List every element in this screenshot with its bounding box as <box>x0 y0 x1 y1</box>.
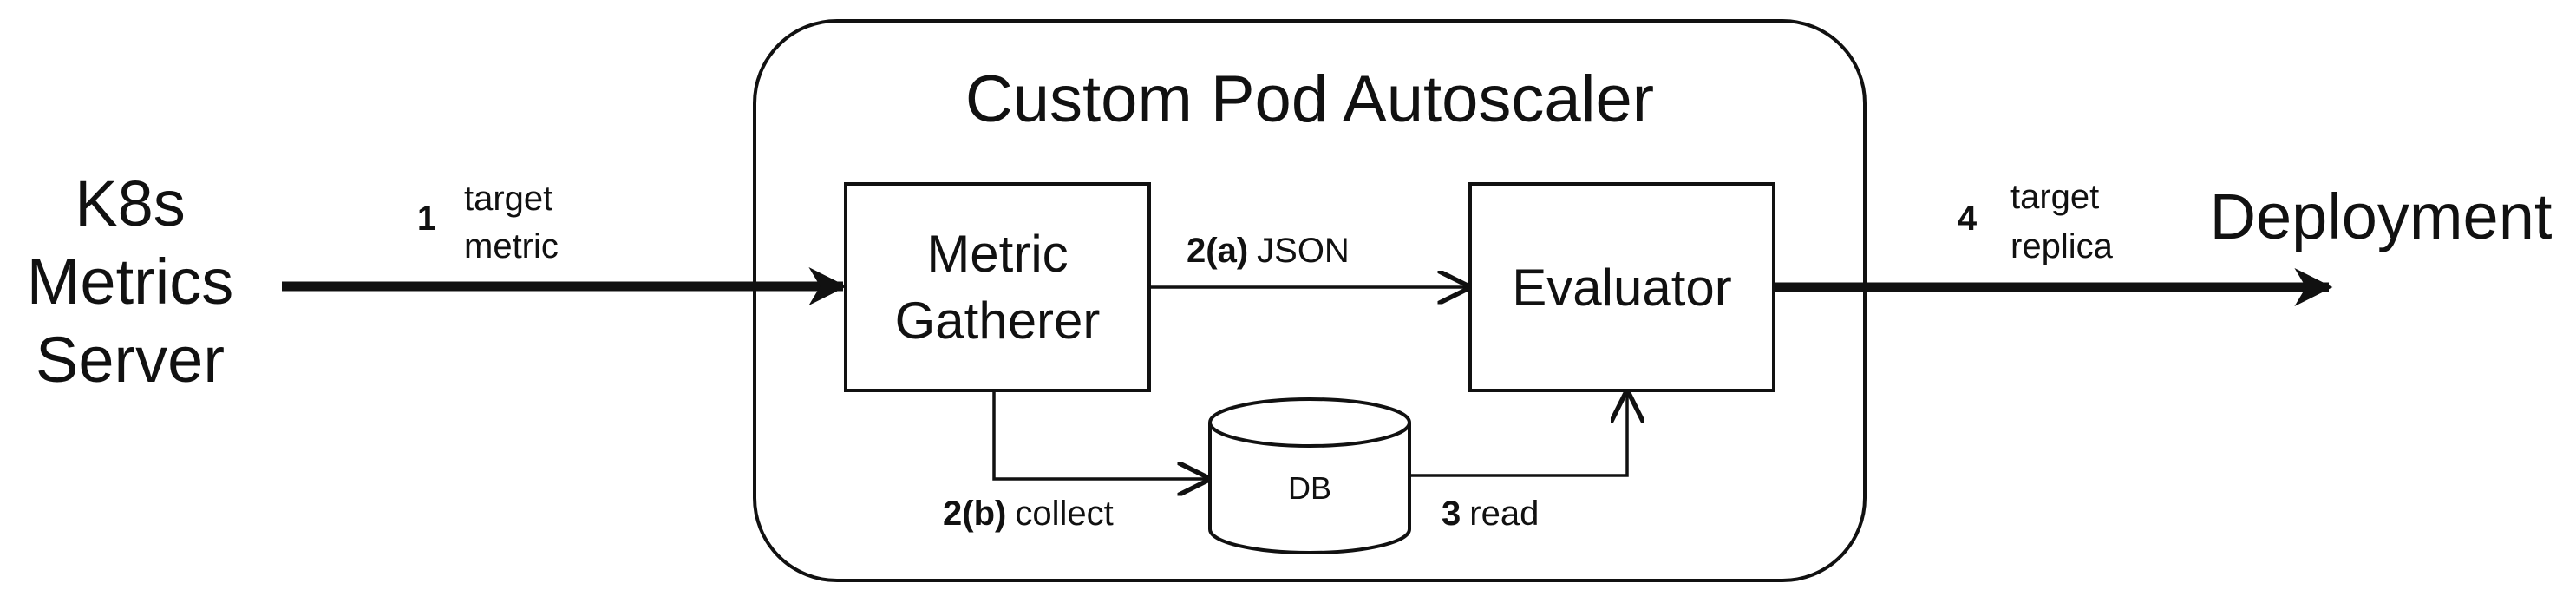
step-4-number: 4 <box>1958 200 1978 238</box>
step-1-number: 1 <box>417 200 436 238</box>
metric-gatherer-box <box>844 182 1151 392</box>
deployment-label: Deployment <box>2210 180 2553 252</box>
step-2a-text: JSON <box>1257 232 1350 270</box>
step-4-text-line-2: replica <box>2010 227 2114 265</box>
step-2b-label: 2(b)collect <box>943 495 1114 533</box>
metric-gatherer-line-2: Gatherer <box>895 292 1101 350</box>
step-2a-label: 2(a)JSON <box>1187 232 1350 270</box>
metrics-server-line-2: Metrics <box>27 246 233 318</box>
step-4-text-line-1: target <box>2010 178 2099 216</box>
metrics-server-label: K8s Metrics Server <box>27 167 233 396</box>
database-label: DB <box>1288 470 1331 506</box>
step-1-text-line-1: target <box>464 180 552 218</box>
metrics-server-line-3: Server <box>36 324 225 396</box>
evaluator-label: Evaluator <box>1512 259 1731 317</box>
step-3-number: 3 <box>1442 495 1461 533</box>
metric-gatherer-line-1: Metric <box>926 225 1068 283</box>
arrow-step-3 <box>1409 393 1627 477</box>
metrics-server-line-1: K8s <box>75 167 186 239</box>
step-1-text-line-2: metric <box>464 227 559 265</box>
step-2b-text: collect <box>1015 495 1113 533</box>
autoscaler-title: Custom Pod Autoscaler <box>965 62 1654 136</box>
step-2a-number: 2(a) <box>1187 232 1248 270</box>
database-cylinder: DB <box>1208 397 1411 554</box>
autoscaler-container <box>753 19 1867 582</box>
step-3-text: read <box>1469 495 1539 533</box>
arrow-step-2b <box>992 390 1207 479</box>
step-2b-number: 2(b) <box>943 495 1006 533</box>
